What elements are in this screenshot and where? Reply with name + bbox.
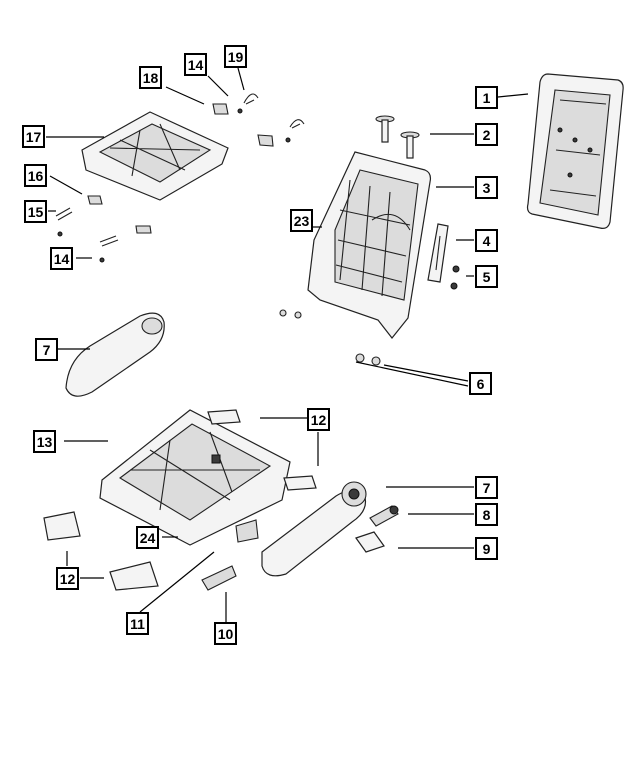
side-bracket-part <box>427 223 449 283</box>
seat-back-panel-part <box>526 73 624 229</box>
seat-back-frame-part <box>307 151 432 339</box>
callout-8: 8 <box>475 503 498 526</box>
callout-14-lower: 14 <box>50 247 73 270</box>
callout-4: 4 <box>475 229 498 252</box>
callout-6: 6 <box>469 372 492 395</box>
seat-cushion-frame-part <box>81 111 229 201</box>
callout-18: 18 <box>139 66 162 89</box>
adjuster-lever-part <box>201 565 237 591</box>
callout-15: 15 <box>24 200 47 223</box>
callout-1: 1 <box>475 86 498 109</box>
callout-10: 10 <box>214 622 237 645</box>
recliner-handle-part <box>369 505 399 527</box>
callout-19: 19 <box>224 45 247 68</box>
callout-12-lower: 12 <box>56 567 79 590</box>
nut-part <box>279 309 381 366</box>
callout-24: 24 <box>136 526 159 549</box>
callout-16: 16 <box>24 164 47 187</box>
callout-13: 13 <box>33 430 56 453</box>
callout-7-left: 7 <box>35 338 58 361</box>
callout-2: 2 <box>475 123 498 146</box>
callout-11: 11 <box>126 612 149 635</box>
seat-adjuster-part <box>99 409 291 546</box>
module-part <box>235 519 259 543</box>
cap-part <box>355 531 385 553</box>
headrest-guide-part <box>375 115 420 159</box>
clip-part <box>212 93 305 147</box>
callout-17: 17 <box>22 125 45 148</box>
side-trim-part <box>261 481 367 577</box>
callout-12-upper: 12 <box>307 408 330 431</box>
leader-lines <box>46 67 529 622</box>
callout-7-right: 7 <box>475 476 498 499</box>
fastener-part <box>450 265 460 290</box>
callout-9: 9 <box>475 537 498 560</box>
callout-14-upper: 14 <box>184 53 207 76</box>
callout-3: 3 <box>475 176 498 199</box>
callout-23: 23 <box>290 209 313 232</box>
track-cover-part <box>43 409 317 591</box>
side-shield-part <box>65 312 165 397</box>
callout-5: 5 <box>475 265 498 288</box>
wire-clip-part <box>55 195 152 263</box>
